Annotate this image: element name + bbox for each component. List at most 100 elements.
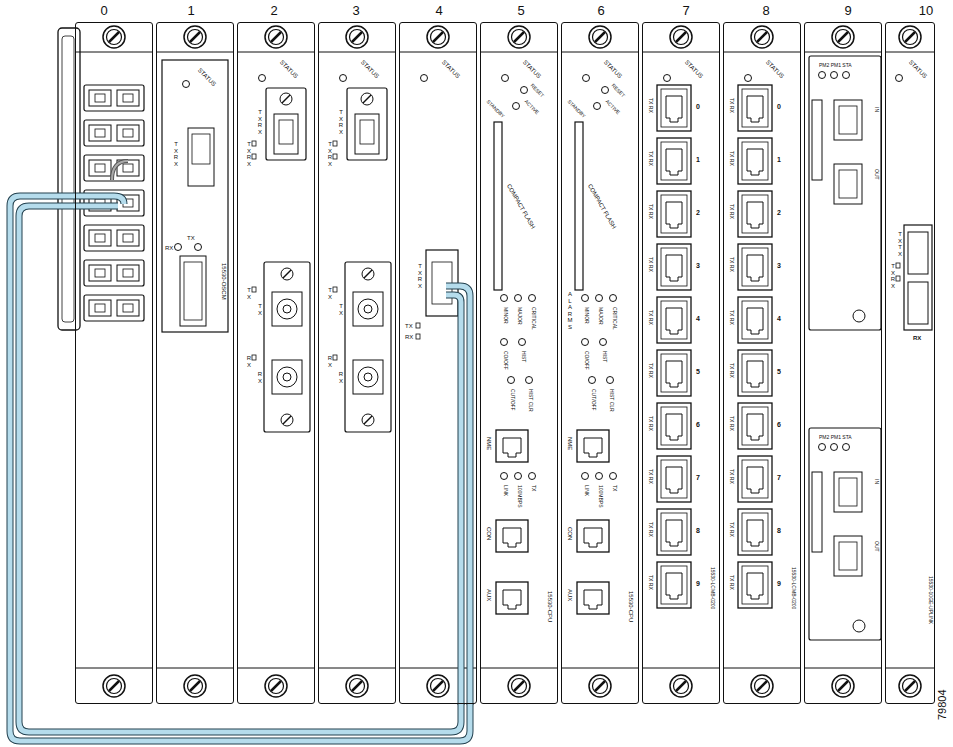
slot-number: 9 <box>844 4 851 17</box>
screw <box>832 26 854 48</box>
panel-label: TX RX <box>729 310 734 325</box>
line-card: 2STATUSTX RXTX RXTXTXRXRX <box>237 22 315 704</box>
oscm-frame <box>162 60 228 332</box>
panel-label: TX RX <box>648 204 653 219</box>
fiber-strand <box>10 196 470 741</box>
led <box>195 244 202 251</box>
sc-port <box>84 85 144 111</box>
panel-label: IN <box>874 107 879 112</box>
panel-label: TX <box>187 235 195 241</box>
panel-label: TX <box>531 485 536 491</box>
port-number: 2 <box>696 209 700 216</box>
port-number: 1 <box>696 156 700 163</box>
panel-label: RESET <box>610 83 625 98</box>
cpu-face <box>575 75 617 615</box>
port-number: 8 <box>696 527 700 534</box>
panel-label: COMPACT FLASH <box>587 183 617 230</box>
screw <box>427 675 449 697</box>
port-number: 2 <box>777 209 781 216</box>
panel-label: STANDBY <box>566 99 586 119</box>
panel-label: HIST <box>602 351 607 362</box>
panel-label: STATUS <box>522 59 542 79</box>
slot-number: 6 <box>597 4 604 17</box>
panel-label: OUT <box>874 541 879 552</box>
fiber-strand <box>19 206 461 732</box>
port-number: 1 <box>777 156 781 163</box>
panel-label: LINK <box>503 485 508 496</box>
panel-label: TX RX <box>648 575 653 590</box>
panel-label: TX <box>246 287 252 300</box>
screw <box>832 675 854 697</box>
panel-label: TX RX <box>648 469 653 484</box>
port-number: 3 <box>696 262 700 269</box>
panel-label: ACTIVE <box>604 99 620 115</box>
port-number: 8 <box>777 527 781 534</box>
sc-port <box>84 295 144 321</box>
port-column <box>738 75 772 609</box>
panel-label: LINK <box>584 485 589 496</box>
panel-label: STATUS <box>603 59 623 79</box>
panel-label: NME <box>567 437 573 450</box>
panel-label: MAJOR <box>517 307 522 325</box>
line-card: 0 <box>75 22 153 704</box>
panel-label: TX RX <box>648 522 653 537</box>
panel-label: TX RX <box>648 257 653 272</box>
screw <box>751 675 773 697</box>
slot-number: 0 <box>100 4 107 17</box>
port <box>908 232 928 274</box>
optical-module <box>252 75 310 433</box>
port-number: 4 <box>777 315 781 322</box>
screw <box>427 26 449 48</box>
panel-label: STATUS <box>908 59 928 79</box>
led <box>896 263 900 268</box>
port-number: 6 <box>777 421 781 428</box>
sc-port <box>84 120 144 146</box>
port-block <box>904 225 932 330</box>
transceiver <box>188 128 214 186</box>
panel-label: COMPACT FLASH <box>506 183 536 230</box>
panel-label: HIST <box>521 351 526 362</box>
panel-label: STATUS <box>684 59 704 79</box>
panel-label: 15530-LCMB-0200 <box>710 567 715 609</box>
connector <box>180 256 206 326</box>
slot-number: 5 <box>517 4 524 17</box>
panel-label: HIST CLR <box>528 389 533 412</box>
screw <box>184 675 206 697</box>
panel-label: RESET <box>529 83 544 98</box>
port-number: 5 <box>777 368 781 375</box>
panel-label: TX <box>257 303 263 316</box>
panel-label: STATUS <box>765 59 785 79</box>
panel-label: TX RX <box>257 109 263 135</box>
panel-label: TX RX <box>173 141 179 167</box>
panel-label: TX RX <box>648 310 653 325</box>
uplink-module <box>812 72 862 205</box>
card-handle <box>62 36 74 322</box>
panel-label: TX <box>338 303 344 316</box>
screw <box>589 675 611 697</box>
panel-label: OUT <box>874 169 879 180</box>
screw <box>265 26 287 48</box>
slot-number: 10 <box>919 4 933 17</box>
card-handle <box>58 28 80 330</box>
screw <box>508 675 530 697</box>
panel-label: TX RX <box>338 109 344 135</box>
led <box>175 244 182 251</box>
screw <box>184 26 206 48</box>
fiber-strand <box>10 196 470 741</box>
line-card: 5STATUSRESETACTIVESTANDBYCOMPACT FLASHMI… <box>480 22 558 704</box>
slot-number: 3 <box>352 4 359 17</box>
sc-port <box>84 225 144 251</box>
panel-label: RX <box>165 245 173 251</box>
panel-label: 15530-CPU <box>547 591 553 622</box>
screw <box>899 675 921 697</box>
panel-label: TX RX <box>729 575 734 590</box>
screw <box>265 675 287 697</box>
port-number: 7 <box>777 474 781 481</box>
fiber-cable <box>10 196 470 741</box>
line-card: 9PM2 PM1 STAINOUTPM2 PM1 STAINOUT <box>804 22 882 704</box>
panel-label: CON <box>486 527 492 540</box>
panel-label: TX RX <box>729 257 734 272</box>
panel-label: CUT/OFF <box>510 389 515 411</box>
patch-loop <box>112 161 128 180</box>
panel-label: TX RX <box>648 98 653 113</box>
